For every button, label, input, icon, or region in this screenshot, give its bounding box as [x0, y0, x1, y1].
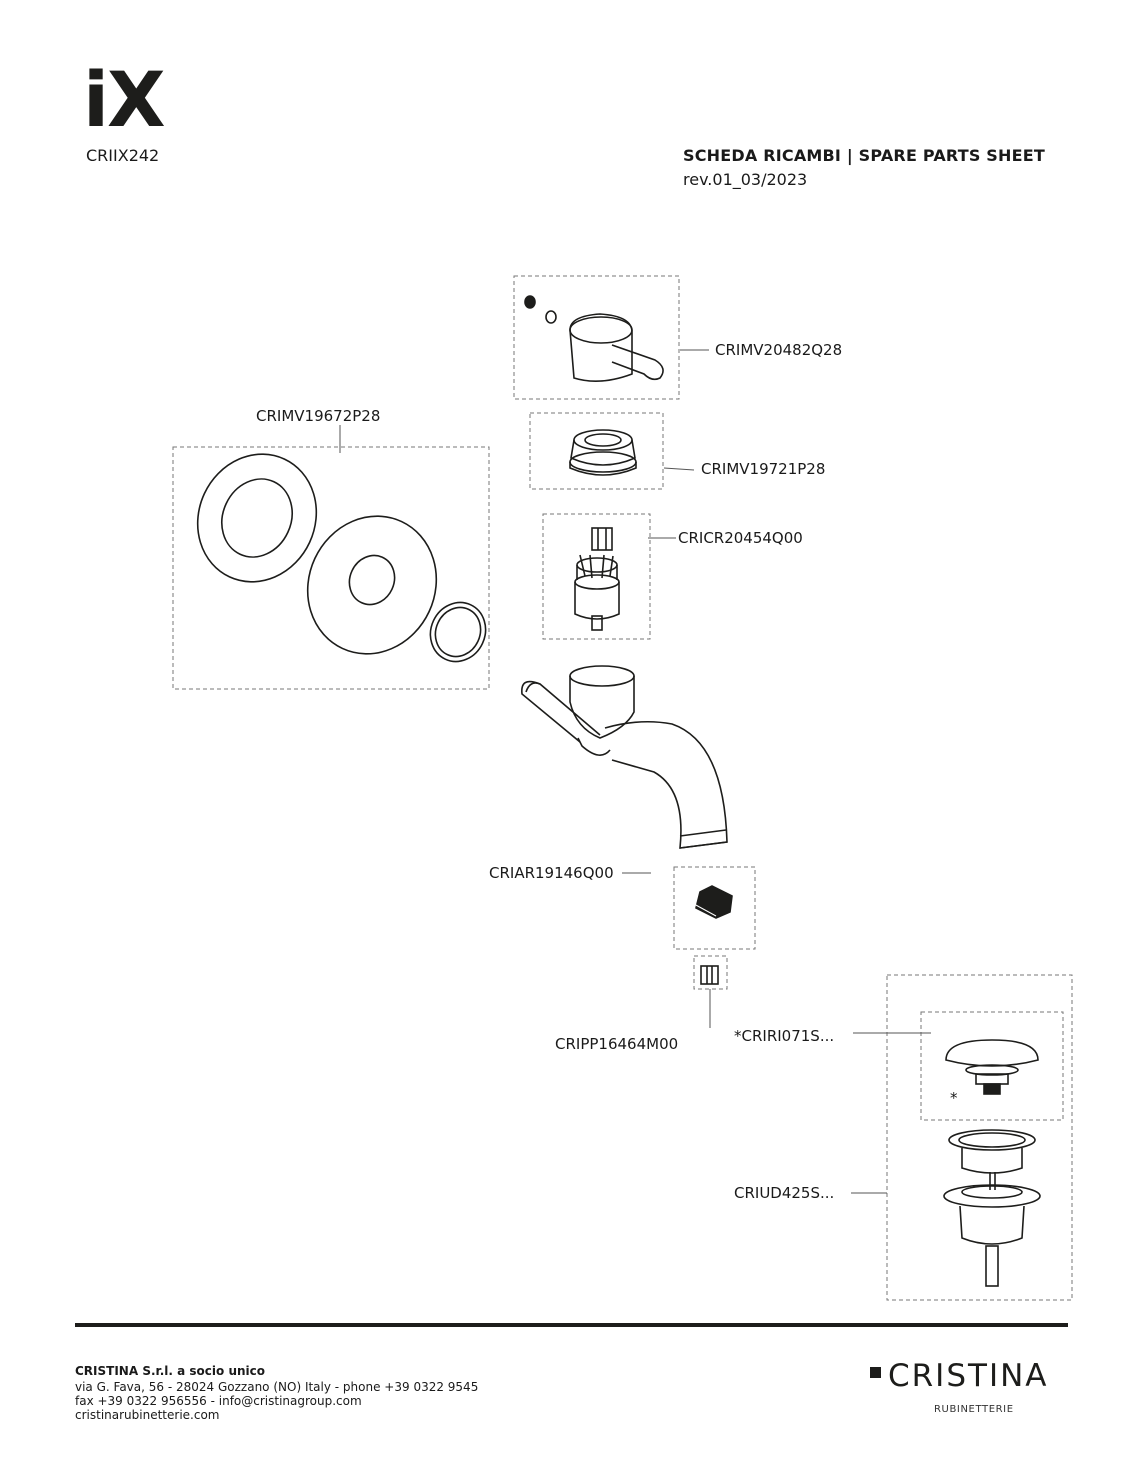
part-label-pop-up-cap: *CRIRI071S...	[734, 1027, 835, 1045]
cartridge-box	[542, 513, 651, 640]
company-address: via G. Fava, 56 - 28024 Gozzano (NO) Ita…	[75, 1380, 479, 1394]
waste-box	[886, 974, 1073, 1301]
product-code: CRIIX242	[86, 146, 160, 165]
waste-drawing	[943, 1129, 1041, 1287]
bonnet-drawing	[569, 429, 637, 476]
cartridge-drawing	[574, 527, 620, 631]
revision-label: rev.01_03/2023	[683, 170, 808, 189]
part-label-cartridge: CRICR20454Q00	[678, 529, 803, 547]
spout-body-drawing	[521, 665, 728, 849]
pop-up-cap-box	[920, 1011, 1064, 1121]
company-contacts: fax +39 0322 956556 - info@cristinagroup…	[75, 1394, 362, 1408]
company-website: cristinarubinetterie.com	[75, 1408, 220, 1422]
plug-box	[693, 955, 728, 990]
part-label-bonnet: CRIMV19721P28	[701, 460, 826, 478]
brand-logo-ix: iX	[83, 55, 166, 144]
cover-plates-drawing	[196, 453, 487, 663]
aerator-box	[673, 866, 756, 950]
bonnet-box	[529, 412, 664, 490]
footer-divider	[75, 1323, 1068, 1327]
part-label-plug: CRIPP16464M00	[555, 1035, 679, 1053]
asterisk-mark: *	[950, 1089, 958, 1107]
part-group-boxes	[172, 275, 1073, 1301]
cristina-logo: CRISTINA	[888, 1358, 1049, 1394]
part-label-aerator: CRIAR19146Q00	[489, 864, 614, 882]
pop-up-cap-drawing	[945, 1039, 1039, 1095]
part-label-waste: CRIUD425S...	[734, 1184, 835, 1202]
handle-box	[513, 275, 680, 400]
cover-plates-box	[172, 446, 490, 690]
handle-drawing	[524, 295, 664, 382]
plug-drawing	[700, 965, 719, 985]
company-name: CRISTINA S.r.l. a socio unico	[75, 1364, 265, 1378]
leader-lines	[339, 349, 931, 1194]
cristina-logo-square	[870, 1367, 881, 1378]
part-label-cover-plates: CRIMV19672P28	[256, 407, 381, 425]
aerator-drawing	[693, 885, 733, 919]
part-label-handle: CRIMV20482Q28	[715, 341, 843, 359]
sheet-title: SCHEDA RICAMBI | SPARE PARTS SHEET	[683, 146, 1045, 165]
cristina-logo-subtitle: RUBINETTERIE	[934, 1404, 1014, 1415]
